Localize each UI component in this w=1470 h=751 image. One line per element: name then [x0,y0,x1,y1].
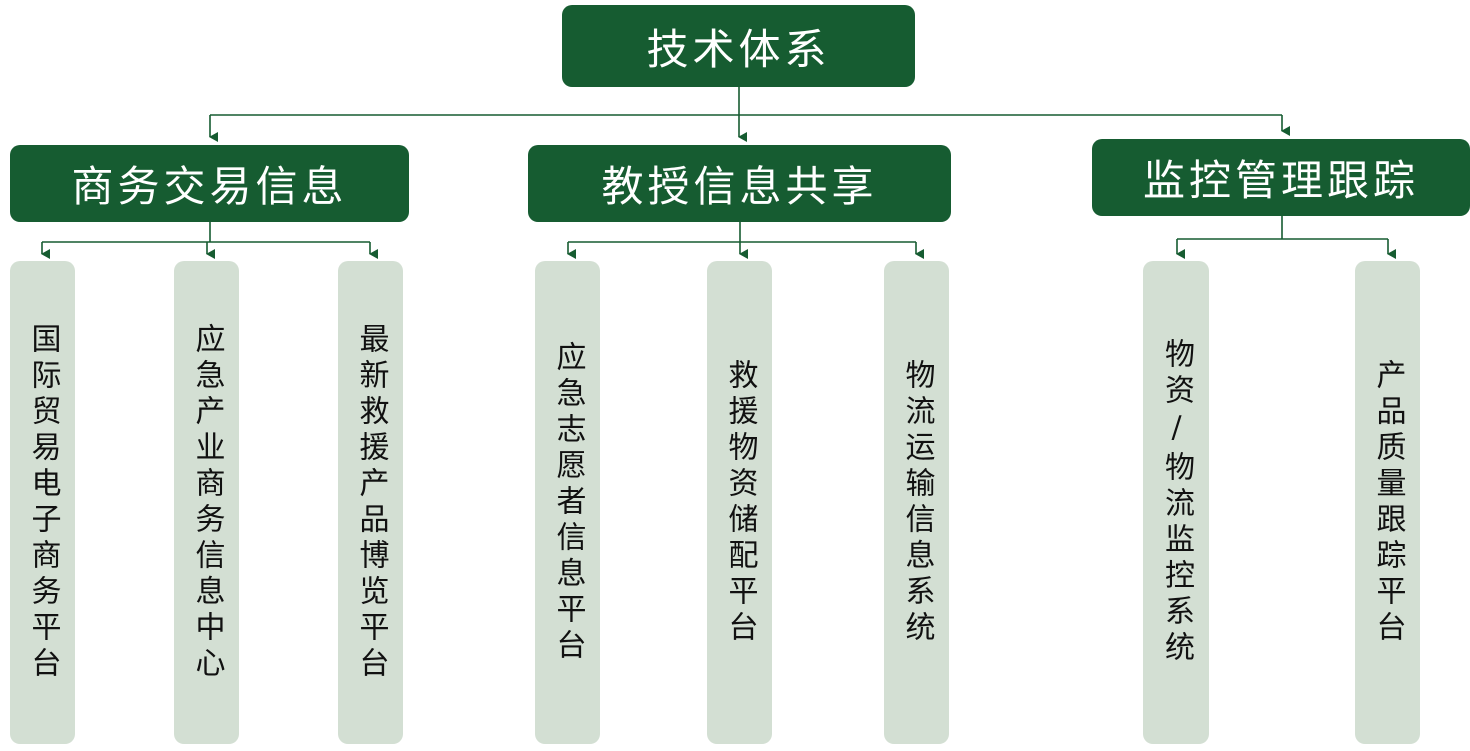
leaf-label: 应急产业商务信息中心 [189,322,225,683]
leaf-node-logistics-monitor: 物资/物流监控系统 [1143,261,1209,744]
category-node-sharing: 教授信息共享 [528,145,951,222]
root-node: 技术体系 [562,5,915,87]
leaf-node-trade-platform: 国际贸易电子商务平台 [10,261,75,744]
leaf-node-volunteer-platform: 应急志愿者信息平台 [535,261,600,744]
leaf-node-logistics-info: 物流运输信息系统 [884,261,949,744]
leaf-label: 国际贸易电子商务平台 [25,322,61,683]
category-node-monitoring: 监控管理跟踪 [1092,139,1470,216]
leaf-node-supplies-storage: 救援物资储配平台 [707,261,772,744]
leaf-node-quality-tracking: 产品质量跟踪平台 [1355,261,1420,744]
leaf-node-industry-center: 应急产业商务信息中心 [174,261,239,744]
leaf-node-product-expo: 最新救援产品博览平台 [338,261,403,744]
leaf-label: 物资/物流监控系统 [1159,338,1194,667]
leaf-label: 产品质量跟踪平台 [1370,358,1406,647]
leaf-label: 物流运输信息系统 [899,358,935,647]
leaf-label: 应急志愿者信息平台 [550,340,586,665]
leaf-label: 最新救援产品博览平台 [353,322,389,683]
category-node-trade: 商务交易信息 [10,145,409,222]
leaf-label: 救援物资储配平台 [722,358,758,647]
